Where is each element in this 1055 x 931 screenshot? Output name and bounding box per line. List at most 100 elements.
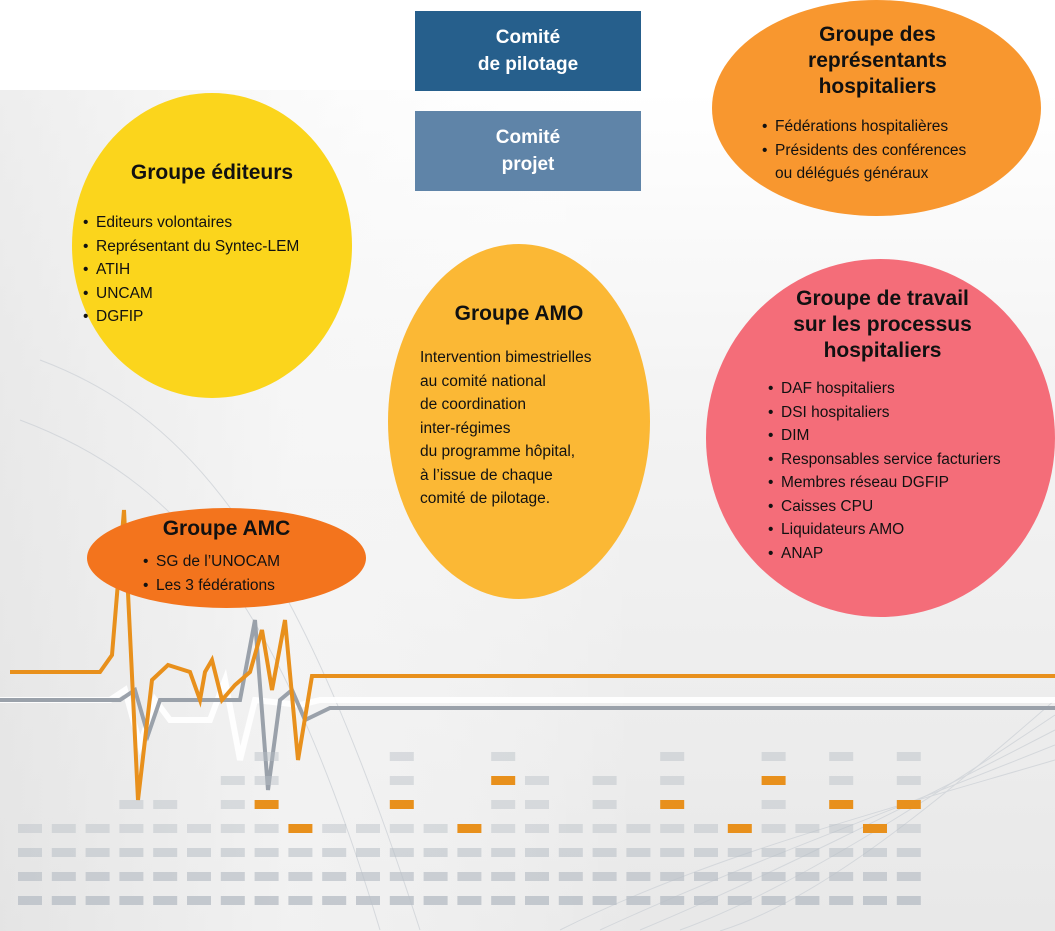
- equalizer-block-orange: [863, 824, 887, 833]
- comite-pilotage-box: Comité de pilotage: [415, 11, 641, 91]
- equalizer-block: [694, 848, 718, 857]
- groupe-travail-title-line-3: hospitaliers: [823, 339, 942, 362]
- equalizer-block-orange: [389, 800, 414, 809]
- equalizer-block: [18, 824, 42, 833]
- equalizer-block: [491, 896, 516, 905]
- list-item: UNCAM: [83, 282, 299, 306]
- equalizer-block: [457, 872, 482, 881]
- list-item: Les 3 fédérations: [143, 574, 280, 598]
- equalizer-block: [18, 896, 42, 905]
- equalizer-block: [660, 752, 685, 761]
- comite-pilotage-line-2: de pilotage: [477, 54, 579, 75]
- equalizer-block: [220, 872, 245, 881]
- groupe-amo-ellipse: [388, 244, 650, 599]
- equalizer-block: [660, 896, 685, 905]
- equalizer-block: [356, 872, 380, 881]
- equalizer-block: [626, 896, 651, 905]
- equalizer-block: [761, 872, 786, 881]
- equalizer-block: [254, 872, 279, 881]
- equalizer-block: [626, 848, 651, 857]
- list-item: Fédérations hospitalières: [762, 115, 966, 139]
- equalizer-block: [356, 824, 380, 833]
- comite-projet-box: Comité projet: [415, 111, 641, 191]
- equalizer-block: [18, 872, 42, 881]
- equalizer-block: [761, 896, 786, 905]
- equalizer-block: [356, 848, 380, 857]
- equalizer-block: [288, 872, 313, 881]
- equalizer-block: [491, 872, 516, 881]
- equalizer-block: [389, 824, 414, 833]
- groupe-travail-list: DAF hospitaliers DSI hospitaliers DIM Re…: [768, 377, 1001, 565]
- equalizer-block: [592, 896, 617, 905]
- comite-projet-line-2: projet: [501, 154, 555, 175]
- list-item-continuation: ou délégués généraux: [775, 165, 929, 182]
- equalizer-block-orange: [254, 800, 279, 809]
- equalizer-block: [694, 824, 718, 833]
- equalizer-block: [896, 752, 921, 761]
- equalizer-block: [896, 824, 921, 833]
- equalizer-block: [288, 848, 313, 857]
- equalizer-block: [51, 824, 76, 833]
- equalizer-block-orange: [660, 800, 685, 809]
- equalizer-block: [525, 848, 549, 857]
- groupe-representants-ellipse: [712, 0, 1041, 216]
- equalizer-block: [457, 896, 482, 905]
- equalizer-block: [660, 848, 685, 857]
- equalizer-block: [660, 776, 685, 785]
- equalizer-block: [896, 848, 921, 857]
- groupe-amo-title: Groupe AMO: [400, 301, 638, 327]
- groupe-representants-title-line-2: représentants: [808, 49, 947, 72]
- equalizer-block: [558, 848, 583, 857]
- equalizer-block: [727, 848, 752, 857]
- list-item: Liquidateurs AMO: [768, 518, 1001, 542]
- equalizer-block: [389, 752, 414, 761]
- list-item: Responsables service facturiers: [768, 448, 1001, 472]
- equalizer-block: [795, 872, 820, 881]
- groupe-amo-text-line: de coordination: [420, 396, 526, 413]
- equalizer-block: [51, 848, 76, 857]
- equalizer-block: [626, 872, 651, 881]
- equalizer-block: [795, 824, 820, 833]
- equalizer-block-orange: [896, 800, 921, 809]
- equalizer-block: [220, 800, 245, 809]
- equalizer-block: [153, 872, 178, 881]
- equalizer-block: [592, 800, 617, 809]
- equalizer-block: [525, 872, 549, 881]
- equalizer-block: [389, 872, 414, 881]
- comite-pilotage-line-1: Comité: [495, 27, 561, 48]
- equalizer-block-orange: [761, 776, 786, 785]
- equalizer-block: [761, 800, 786, 809]
- equalizer-block: [592, 776, 617, 785]
- equalizer-block: [423, 872, 448, 881]
- equalizer-block: [761, 848, 786, 857]
- list-item: ANAP: [768, 542, 1001, 566]
- list-item: DAF hospitaliers: [768, 377, 1001, 401]
- equalizer-block: [558, 896, 583, 905]
- equalizer-block-orange: [829, 800, 854, 809]
- list-item: DGFIP: [83, 305, 299, 329]
- equalizer-block: [85, 848, 110, 857]
- equalizer-block: [187, 896, 211, 905]
- equalizer-block: [119, 800, 144, 809]
- equalizer-block: [254, 752, 279, 761]
- equalizer-block: [727, 896, 752, 905]
- list-item: DSI hospitaliers: [768, 401, 1001, 425]
- equalizer-block: [795, 896, 820, 905]
- equalizer-block: [525, 824, 549, 833]
- equalizer-block: [761, 752, 786, 761]
- equalizer-block: [423, 824, 448, 833]
- groupe-travail-title: Groupe de travail sur les processus hosp…: [740, 286, 1025, 364]
- groupe-amc-title: Groupe AMC: [110, 516, 343, 542]
- list-item: DIM: [768, 424, 1001, 448]
- equalizer-block: [863, 896, 887, 905]
- equalizer-block: [85, 896, 110, 905]
- equalizer-block: [660, 872, 685, 881]
- groupe-amo-text: Intervention bimestrielles au comité nat…: [420, 346, 591, 511]
- equalizer-block: [220, 896, 245, 905]
- groupe-representants-list: Fédérations hospitalières Présidents des…: [762, 115, 966, 186]
- groupe-amo-text-line: comité de pilotage.: [420, 490, 551, 507]
- equalizer-block: [254, 896, 279, 905]
- equalizer-block-orange: [491, 776, 516, 785]
- equalizer-block: [119, 848, 144, 857]
